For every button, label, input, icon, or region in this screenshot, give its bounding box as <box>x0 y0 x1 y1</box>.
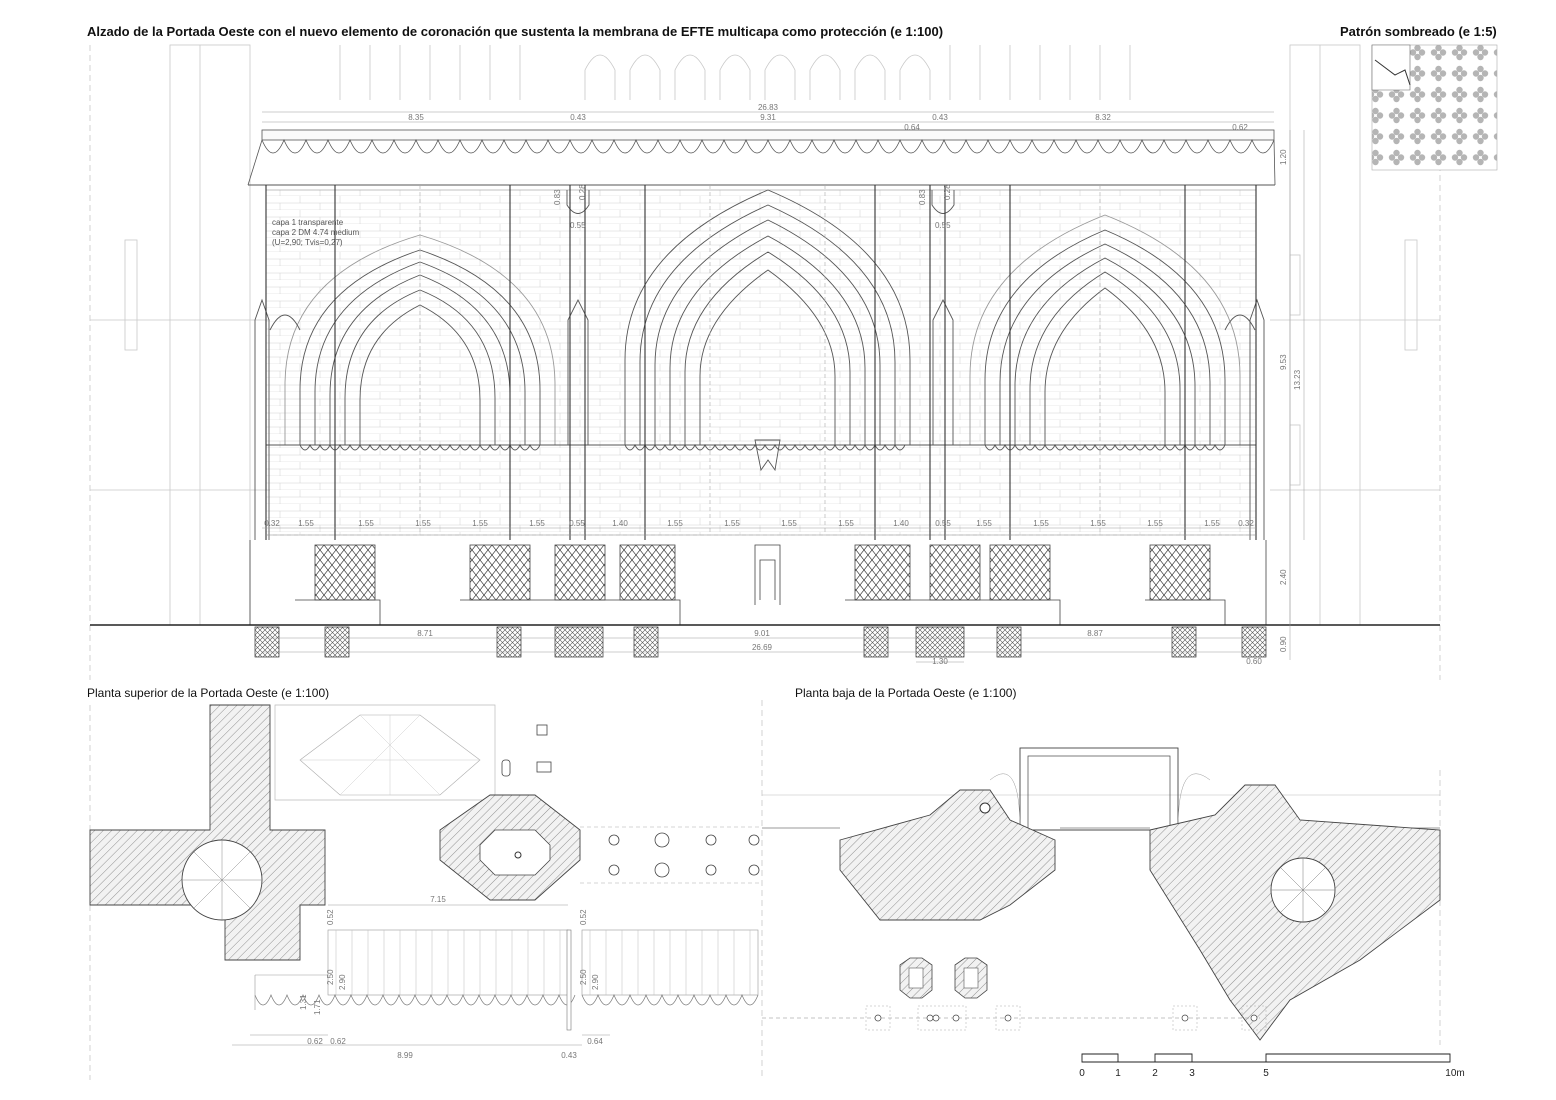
plan-dim-g: 0.62 <box>330 1037 346 1046</box>
note-line-3: (U=2,90; Tvis=0,27) <box>272 238 343 247</box>
bay-dim-15: 1.55 <box>1033 519 1049 528</box>
upper-plan-title: Planta superior de la Portada Oeste (e 1… <box>87 686 330 700</box>
bay-dim-5: 1.55 <box>529 519 545 528</box>
dim-pier-left: 0.83 <box>553 189 562 205</box>
plan-dim-j: 0.52 <box>579 909 588 925</box>
bay-dim-13: 0.55 <box>935 519 951 528</box>
ground-plan <box>762 747 1441 1045</box>
bottom-dimensions: 8.71 9.01 8.87 26.69 1.30 0.60 <box>417 629 1262 666</box>
elevation-title: Alzado de la Portada Oeste con el nuevo … <box>87 24 944 39</box>
dim-edge-right: 0.62 <box>1232 123 1248 132</box>
dim-base: 2.40 <box>1279 569 1288 585</box>
plan-dim-l: 2.90 <box>591 974 600 990</box>
upper-plan: 7.15 0.52 2.50 2.90 1.31 1.71 0.62 0.62 … <box>89 700 763 1080</box>
scale-label-0: 0 <box>1079 1068 1085 1079</box>
plan-dim-span: 7.15 <box>430 895 446 904</box>
ground-plan-title: Planta baja de la Portada Oeste (e 1:100… <box>795 686 1017 700</box>
bay-dim-9: 1.55 <box>724 519 740 528</box>
dim-bottom-edge: 0.60 <box>1246 657 1262 666</box>
bay-dim-3: 1.55 <box>415 519 431 528</box>
lower-colonnade <box>249 540 1267 625</box>
spiral-stair-ground <box>1271 858 1335 922</box>
plan-dim-k: 2.50 <box>579 969 588 985</box>
note-line-2: capa 2 DM 4.74 medium <box>272 228 359 237</box>
dim-pier-right: 0.83 <box>918 189 927 205</box>
scale-label-1: 1 <box>1115 1068 1121 1079</box>
dim-right: 8.32 <box>1095 113 1111 122</box>
bay-dim-6: 0.55 <box>569 519 585 528</box>
dim-plinth: 0.90 <box>1279 636 1288 652</box>
dim-bottom-total: 26.69 <box>752 643 773 652</box>
spiral-stair-upper <box>182 840 262 920</box>
bay-dimensions: 0.32 1.55 1.55 1.55 1.55 1.55 0.55 1.40 1.55 1.55… <box>264 519 1254 528</box>
dim-total-height: 13.23 <box>1293 369 1302 390</box>
plan-dim-c: 2.90 <box>338 974 347 990</box>
support-mullions <box>265 185 1257 540</box>
dim-bottom-pier: 1.30 <box>932 657 948 666</box>
dim-crown: 1.20 <box>1279 149 1288 165</box>
bay-dim-0: 0.32 <box>264 519 280 528</box>
bay-dim-7: 1.40 <box>612 519 628 528</box>
scale-bar: 0 1 2 3 5 10m <box>1079 1053 1465 1079</box>
dim-total: 26.83 <box>758 103 779 112</box>
dim-pier-left-c: 0.28 <box>578 184 587 200</box>
bay-dim-18: 1.55 <box>1204 519 1220 528</box>
plan-dim-f: 0.62 <box>307 1037 323 1046</box>
dim-gap-right: 0.43 <box>932 113 948 122</box>
note-line-1: capa 1 transparente <box>272 218 344 227</box>
scale-label-10m: 10m <box>1445 1068 1464 1079</box>
portal-wall <box>265 189 1257 536</box>
dim-gap-mid: 0.64 <box>904 123 920 132</box>
dim-upper: 9.53 <box>1279 354 1288 370</box>
plan-dim-i: 0.64 <box>587 1037 603 1046</box>
shading-pattern-swatch <box>1371 44 1498 171</box>
bay-dim-14: 1.55 <box>976 519 992 528</box>
plan-dim-d: 1.31 <box>299 994 308 1010</box>
plan-dim-h: 0.43 <box>561 1051 577 1060</box>
pattern-title: Patrón sombreado (e 1:5) <box>1340 24 1497 39</box>
pier-dimensions: 0.83 0.55 0.28 0.83 0.55 0.28 <box>553 184 952 230</box>
bay-dim-16: 1.55 <box>1090 519 1106 528</box>
bay-dim-10: 1.55 <box>781 519 797 528</box>
dim-bottom-right: 8.87 <box>1087 629 1103 638</box>
upper-plan-columns <box>501 724 760 878</box>
dim-left: 8.35 <box>408 113 424 122</box>
elevation-dimension-lines <box>262 111 1305 663</box>
dim-center: 9.31 <box>760 113 776 122</box>
dim-bottom-left: 8.71 <box>417 629 433 638</box>
right-vertical-dimensions: 1.20 9.53 13.23 2.40 0.90 <box>1279 149 1302 652</box>
plan-dim-e: 1.71 <box>313 999 322 1015</box>
bay-dim-8: 1.55 <box>667 519 683 528</box>
membrane-note: capa 1 transparente capa 2 DM 4.74 mediu… <box>272 218 359 247</box>
plan-dim-total: 8.99 <box>397 1051 413 1060</box>
bay-dim-19: 0.32 <box>1238 519 1254 528</box>
bay-dim-12: 1.40 <box>893 519 909 528</box>
bay-dim-11: 1.55 <box>838 519 854 528</box>
bay-dim-17: 1.55 <box>1147 519 1163 528</box>
scale-label-5: 5 <box>1263 1068 1269 1079</box>
dim-gap-left: 0.43 <box>570 113 586 122</box>
dim-pier-right-c: 0.28 <box>943 184 952 200</box>
efte-membrane-crown <box>247 129 1276 186</box>
bay-dim-4: 1.55 <box>472 519 488 528</box>
scale-label-2: 2 <box>1152 1068 1158 1079</box>
dashed-grid <box>266 185 1256 536</box>
scale-label-3: 3 <box>1189 1068 1195 1079</box>
elevation-background <box>89 44 1441 680</box>
plan-dim-b: 2.50 <box>326 969 335 985</box>
plan-dim-a: 0.52 <box>326 909 335 925</box>
dim-pier-left-b: 0.55 <box>570 221 586 230</box>
dim-pier-right-b: 0.55 <box>935 221 951 230</box>
top-dimensions: 26.83 8.35 0.43 9.31 0.64 0.43 8.32 0.62 <box>408 103 1248 132</box>
bay-dim-1: 1.55 <box>298 519 314 528</box>
dim-bottom-center: 9.01 <box>754 629 770 638</box>
bay-dim-2: 1.55 <box>358 519 374 528</box>
